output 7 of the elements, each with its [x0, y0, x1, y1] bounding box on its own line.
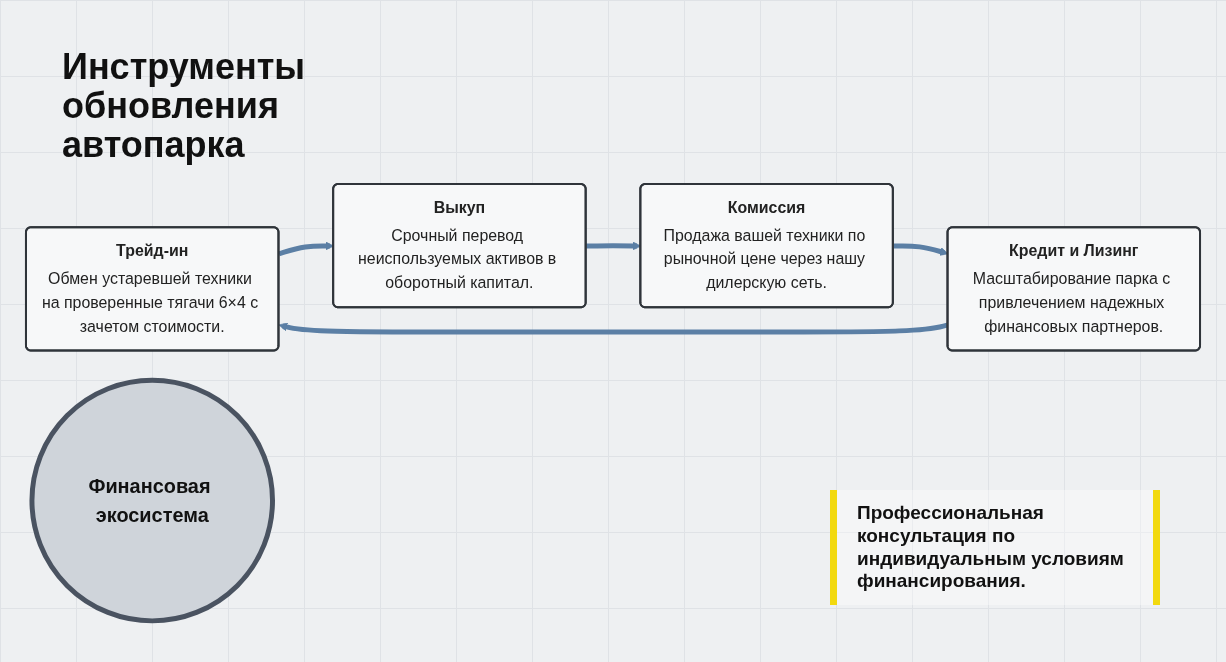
info-card: Кредит и Лизинг Масштабирование парка с привлечением надежных финансовых партнеров.	[946, 226, 1202, 352]
info-card: Выкуп Срочный перевод неиспользуемых активов в оборотный капитал.	[332, 182, 587, 309]
diagram-title: Инструменты обновления автопарка	[62, 48, 307, 165]
note-text: Профессиональная консультация по индивидуальным условиям финансирования.	[830, 490, 1160, 606]
hub-circle: Финансовая экосистема	[29, 377, 275, 624]
info-card: Комиссия Продажа вашей техники по рыночной цене через нашу дилерскую сеть.	[639, 182, 894, 309]
info-card: Трейд-ин Обмен устаревшей техники на проверенные тягачи 6×4 с зачетом стоимости.	[24, 226, 280, 352]
